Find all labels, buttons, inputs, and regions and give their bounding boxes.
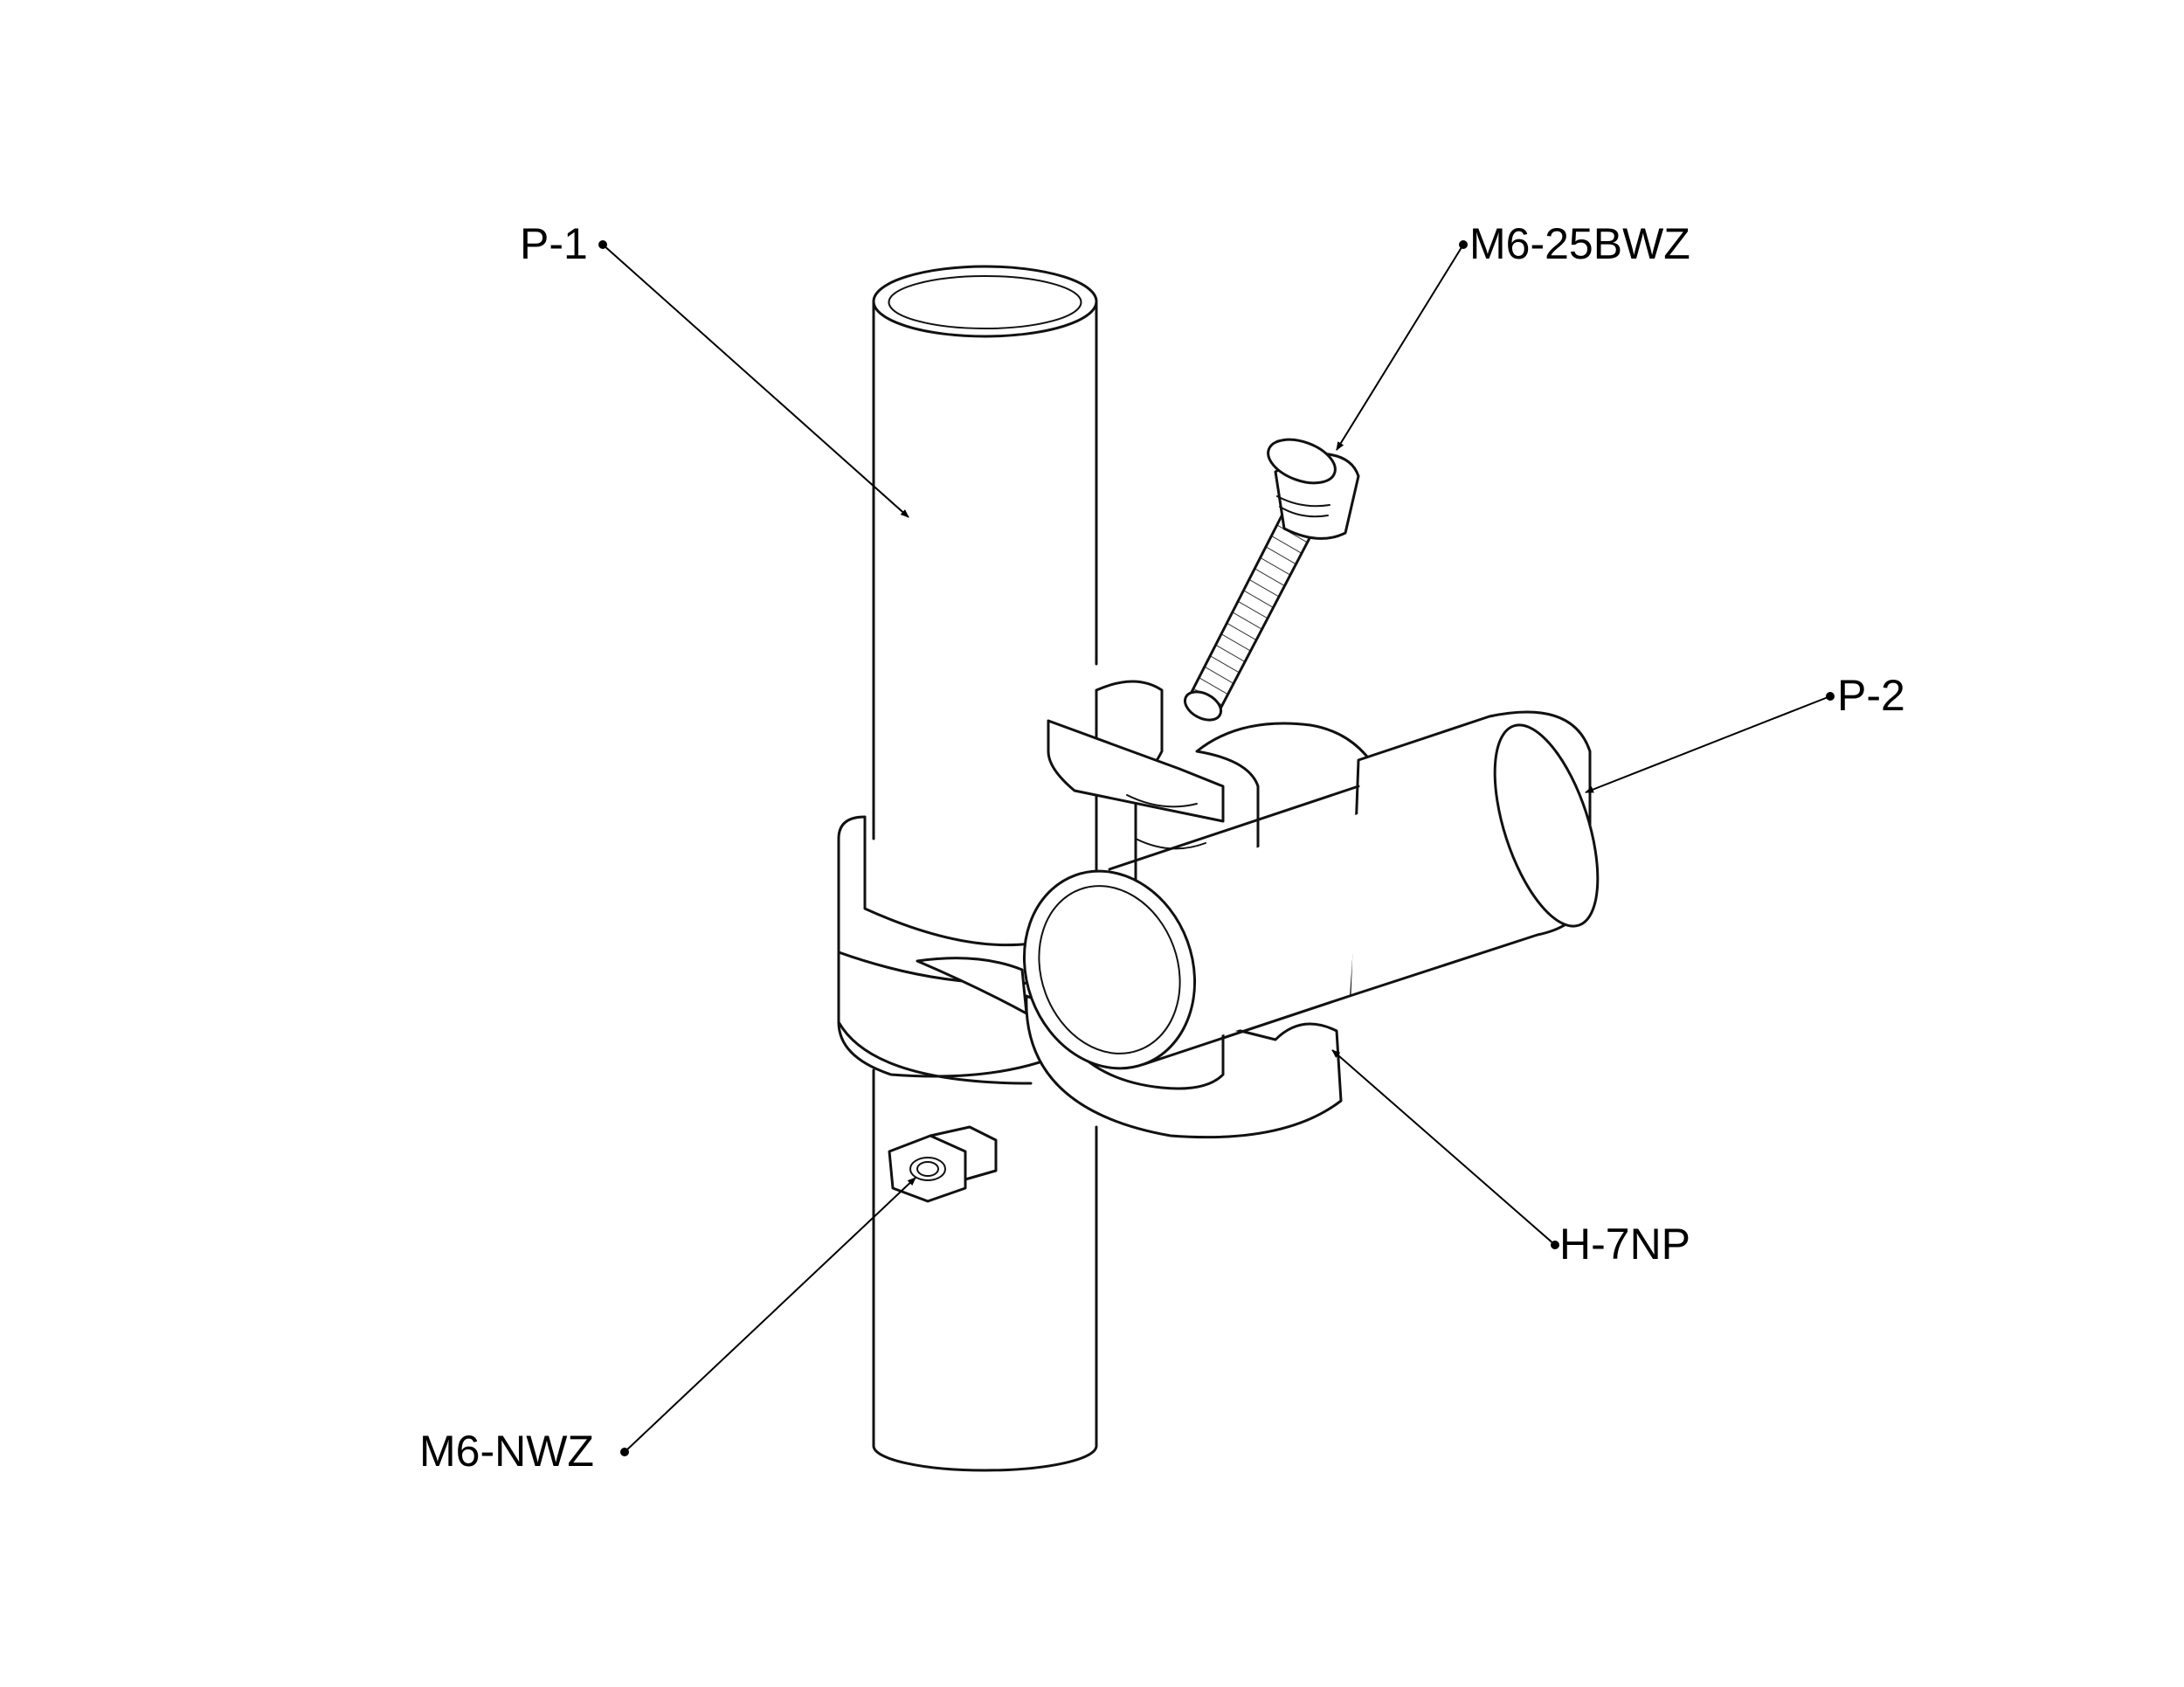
callout-label-clamp: H-7NP bbox=[1559, 1220, 1690, 1269]
callout-label-nut: M6-NWZ bbox=[419, 1427, 594, 1476]
callout-p2: P-2 bbox=[1585, 671, 1905, 793]
pipe-p2 bbox=[1022, 710, 1600, 1070]
callout-clamp: H-7NP bbox=[1331, 1049, 1690, 1269]
callout-bolt: M6-25BWZ bbox=[1336, 219, 1690, 451]
callout-nut: M6-NWZ bbox=[419, 1177, 916, 1476]
callout-p1: P-1 bbox=[520, 219, 909, 518]
callout-label-bolt: M6-25BWZ bbox=[1469, 219, 1690, 268]
pipe-p1 bbox=[872, 265, 1098, 1472]
bolt-m6-25bwz bbox=[1183, 438, 1360, 722]
callout-label-p1: P-1 bbox=[520, 219, 588, 268]
callout-label-p2: P-2 bbox=[1837, 671, 1905, 720]
clamp-h7np bbox=[837, 680, 1391, 1139]
